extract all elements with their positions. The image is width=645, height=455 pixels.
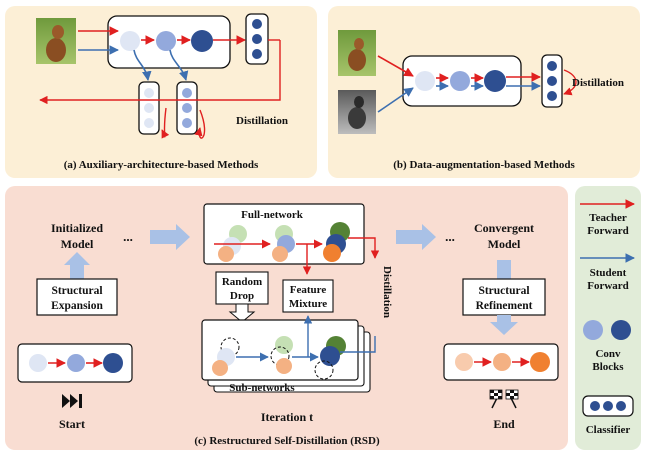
panel-c: Initialized Model ... Structural Expansi…: [5, 186, 568, 450]
legend-classifier-label: Classifier: [586, 424, 631, 436]
panel-c-background: [5, 186, 568, 450]
panel-c-caption: (c) Restructured Self-Distillation (RSD): [194, 435, 380, 447]
structural-refinement-label-1: Structural: [478, 285, 529, 297]
sub-networks-label: Sub-networks: [229, 382, 295, 394]
legend: Teacher Forward Student Forward Conv Blo…: [575, 186, 641, 450]
legend-conv-dark: [611, 320, 631, 340]
legend-background: [575, 186, 641, 450]
structural-refinement-box: [462, 278, 546, 316]
student-arrow: [377, 87, 414, 113]
full-network-conv-blocks: [218, 222, 350, 262]
structural-expansion-label-1: Structural: [51, 285, 102, 297]
conv-block-mid: [156, 31, 176, 51]
panel-b-distillation-label: Distillation: [572, 77, 624, 89]
dog-image-grayscale: [338, 90, 376, 134]
random-drop-label-2: Drop: [230, 290, 254, 302]
full-network-label: Full-network: [241, 209, 304, 221]
panel-b: Distillation (b) Data-augmentation-based…: [328, 6, 640, 178]
big-arrow-down: [490, 315, 518, 335]
distillation-arrow: [563, 69, 577, 96]
start-label: Start: [59, 417, 85, 431]
panel-a-distillation-label: Distillation: [236, 115, 288, 127]
legend-teacher-label-1: Teacher: [589, 212, 627, 224]
big-arrow-up: [64, 252, 90, 285]
student-arrow: [133, 49, 152, 81]
distillation-arrow: [161, 107, 170, 139]
panel-a-background: [5, 6, 317, 178]
initialized-model-label-2: Model: [61, 237, 94, 251]
feature-mixture-label-1: Feature: [290, 284, 327, 296]
convergent-model-label-1: Convergent: [474, 221, 534, 235]
legend-conv-label-1: Conv: [595, 348, 621, 360]
structural-expansion-box: [36, 278, 118, 316]
end-label: End: [493, 417, 515, 431]
legend-conv-label-2: Blocks: [592, 361, 624, 373]
iteration-label: Iteration t: [261, 410, 313, 424]
big-arrow-right: [150, 224, 190, 250]
panel-c-distillation-label: Distillation: [381, 266, 393, 318]
big-arrow-down-top: [497, 260, 511, 280]
dog-image-color: [36, 18, 76, 64]
ellipsis-left: ...: [123, 229, 133, 244]
student-arrow: [169, 49, 189, 81]
legend-teacher-label-2: Forward: [587, 225, 629, 237]
random-drop-label-1: Random: [222, 276, 262, 288]
legend-conv-light: [583, 320, 603, 340]
legend-student-label-1: Student: [590, 267, 627, 279]
feature-mixture-label-2: Mixture: [289, 298, 327, 310]
ellipsis-right: ...: [445, 229, 455, 244]
initialized-model-label-1: Initialized: [51, 221, 103, 235]
structural-expansion-label-2: Expansion: [51, 300, 103, 312]
convergent-model-label-2: Model: [488, 237, 521, 251]
random-drop-box: [215, 271, 269, 305]
panel-a: Distillation (a) Auxiliary-architecture-…: [5, 6, 317, 178]
distillation-arrow: [39, 40, 281, 105]
checkered-flag-icon: [489, 389, 519, 409]
panel-b-caption: (b) Data-augmentation-based Methods: [393, 159, 575, 171]
structural-refinement-label-2: Refinement: [476, 300, 533, 312]
random-drop-arrow: [228, 303, 256, 323]
teacher-arrow: [377, 55, 414, 77]
conv-block-light: [120, 31, 140, 51]
panel-a-caption: (a) Auxiliary-architecture-based Methods: [64, 159, 259, 171]
distillation-arrow: [194, 109, 206, 139]
dog-image-color: [338, 30, 376, 76]
feature-mixture-box: [282, 279, 334, 313]
legend-student-label-2: Forward: [587, 280, 629, 292]
sub-network-conv-blocks: [212, 336, 346, 380]
big-arrow-right: [396, 224, 436, 250]
conv-block-dark: [191, 30, 213, 52]
skip-forward-icon: [62, 394, 82, 408]
